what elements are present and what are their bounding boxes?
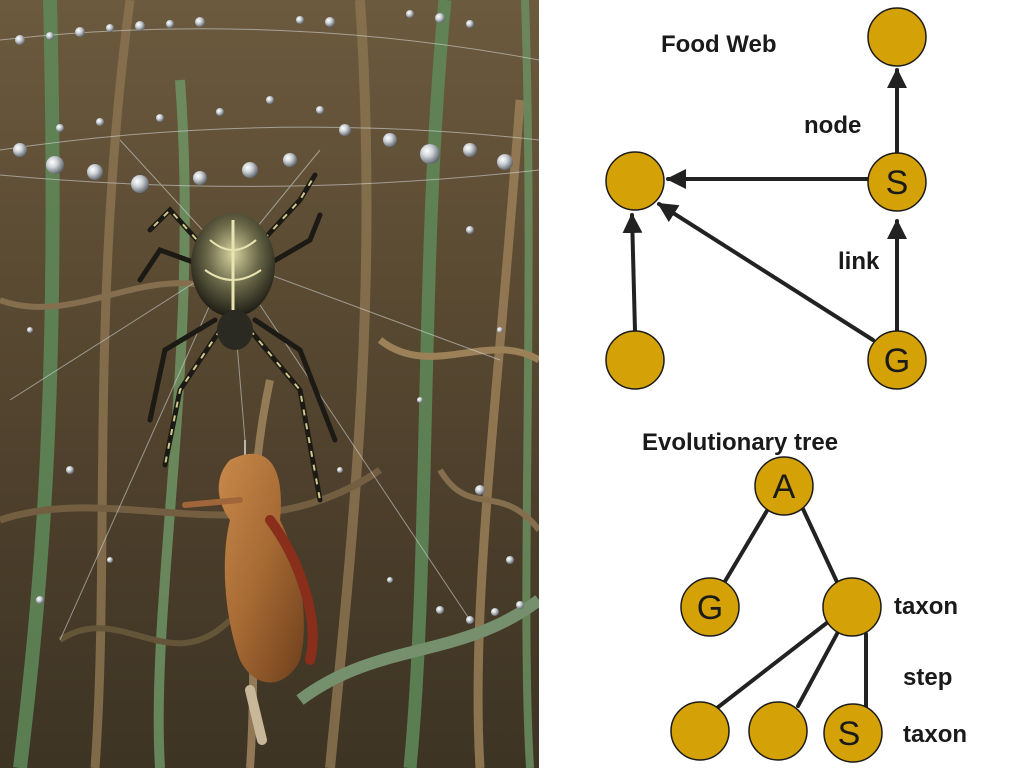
- tree-node-leaf: [748, 701, 808, 761]
- food-web-node-s-letter: S: [886, 164, 909, 202]
- diagram-panel: Food Web S G node link Evolutionary tree: [539, 0, 1024, 768]
- node-label: node: [804, 112, 861, 139]
- food-web-node-g-letter: G: [884, 342, 910, 380]
- tree-branch: [715, 620, 830, 710]
- spider-photo: [0, 0, 539, 768]
- food-web-node-left: [605, 151, 665, 211]
- taxon-label-lower: taxon: [903, 721, 967, 748]
- step-label: step: [903, 664, 952, 691]
- spider-photo-illustration: [0, 0, 539, 768]
- tree-branch: [722, 507, 770, 585]
- tree-node-a: [754, 456, 814, 516]
- taxon-label-upper: taxon: [894, 593, 958, 620]
- tree-node-s: [823, 703, 883, 763]
- food-web-node-g: [867, 330, 927, 390]
- dew-drops: [13, 10, 524, 624]
- tree-node-leaf: [670, 701, 730, 761]
- evolutionary-tree-title: Evolutionary tree: [642, 429, 838, 456]
- tree-node-g-letter: G: [697, 589, 723, 627]
- food-web-link: [622, 213, 643, 333]
- spider: [137, 172, 338, 503]
- link-label: link: [838, 248, 880, 275]
- diagrams-svg: Food Web S G node link Evolutionary tree: [605, 7, 967, 763]
- grasshopper-prey: [182, 440, 318, 745]
- food-web-node-top: [867, 7, 927, 67]
- food-web-title: Food Web: [661, 31, 777, 58]
- tree-node-a-letter: A: [773, 468, 796, 506]
- tree-node-s-letter: S: [838, 715, 861, 753]
- food-web-node-s: [867, 152, 927, 212]
- food-web-link: [657, 202, 875, 342]
- food-web-diagram: Food Web S G node link: [605, 7, 927, 390]
- tree-node-mid: [822, 577, 882, 637]
- tree-branch: [801, 507, 839, 584]
- tree-node-g: [680, 577, 740, 637]
- food-web-node-bottom-left: [605, 330, 665, 390]
- tree-branch: [796, 630, 840, 708]
- evolutionary-tree-diagram: Evolutionary tree A G S taxon step taxon: [642, 429, 967, 763]
